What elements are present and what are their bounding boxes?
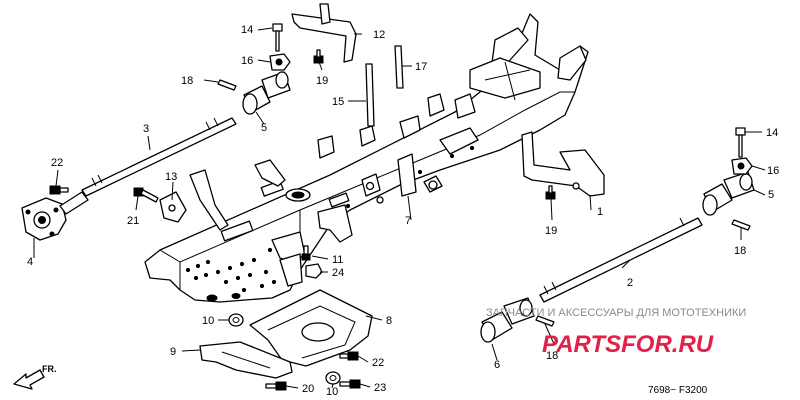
pin-18b bbox=[731, 219, 751, 231]
bolt-19a bbox=[313, 49, 324, 64]
callout-5b: 5 bbox=[768, 189, 774, 201]
nut-24 bbox=[305, 263, 323, 279]
bracket-9 bbox=[199, 341, 293, 379]
callout-1: 1 bbox=[597, 206, 603, 218]
universal-joint-6 bbox=[480, 297, 535, 343]
bracket-1 bbox=[521, 131, 605, 197]
callout-12: 12 bbox=[373, 29, 385, 41]
bolt-11 bbox=[301, 245, 311, 261]
washer-10a bbox=[228, 313, 244, 327]
watermark-tagline: ЗАПЧАСТИ И АКСЕССУАРЫ ДЛЯ МОТОТЕХНИКИ bbox=[486, 307, 746, 319]
drive-shaft-front bbox=[81, 117, 237, 197]
front-direction-marker: FR. bbox=[13, 364, 57, 390]
callout-22a: 22 bbox=[51, 157, 63, 169]
watermark: ЗАПЧАСТИ И АКСЕССУАРЫ ДЛЯ МОТОТЕХНИКИ PA… bbox=[486, 307, 746, 358]
watermark-brand: PARTSFOR.RU bbox=[542, 331, 714, 358]
callout-9: 9 bbox=[170, 346, 176, 358]
callout-19b: 19 bbox=[545, 225, 557, 237]
callout-11: 11 bbox=[332, 254, 343, 266]
callout-22b: 22 bbox=[372, 357, 384, 369]
front-marker-label: FR. bbox=[42, 364, 57, 374]
pin-18a bbox=[217, 79, 237, 91]
callout-6: 6 bbox=[494, 359, 500, 371]
callout-4: 4 bbox=[27, 256, 33, 268]
callout-15: 15 bbox=[332, 96, 344, 108]
callout-16b: 16 bbox=[767, 165, 779, 177]
bolt-22a bbox=[49, 185, 69, 195]
pin-18c bbox=[535, 315, 555, 327]
bolt-19b bbox=[545, 185, 556, 200]
bolt-21 bbox=[133, 187, 159, 203]
callout-23: 23 bbox=[374, 382, 386, 394]
bracket-12 bbox=[291, 3, 357, 63]
callout-21: 21 bbox=[127, 215, 139, 227]
frame-assembly bbox=[144, 13, 589, 303]
nut-16b bbox=[731, 157, 753, 175]
bolt-14a bbox=[272, 23, 283, 52]
rod-17 bbox=[394, 45, 404, 89]
universal-joint-5a bbox=[242, 71, 291, 115]
leader-lines bbox=[33, 27, 766, 389]
diagram-code: 7698~ F3200 bbox=[648, 385, 708, 396]
rod-15 bbox=[365, 63, 375, 127]
callout-7: 7 bbox=[405, 215, 411, 227]
callout-20: 20 bbox=[302, 383, 314, 395]
skid-plate-8 bbox=[249, 289, 373, 367]
washer-10b bbox=[325, 371, 341, 385]
callout-18a: 18 bbox=[181, 75, 193, 87]
callout-14b: 14 bbox=[766, 127, 778, 139]
callout-19a: 19 bbox=[316, 75, 328, 87]
drive-shaft-rear bbox=[539, 217, 703, 303]
universal-joint-5b bbox=[702, 171, 755, 216]
universal-joint-4 bbox=[21, 191, 89, 241]
callout-5a: 5 bbox=[261, 122, 267, 134]
callout-16a: 16 bbox=[241, 55, 253, 67]
callout-18b: 18 bbox=[734, 245, 746, 257]
callout-3: 3 bbox=[143, 123, 149, 135]
callout-14a: 14 bbox=[241, 24, 253, 36]
bolt-23 bbox=[339, 379, 361, 389]
nut-16a bbox=[269, 53, 291, 71]
callout-17: 17 bbox=[415, 61, 427, 73]
bracket-13 bbox=[159, 191, 187, 223]
callout-13: 13 bbox=[165, 171, 177, 183]
callout-2: 2 bbox=[627, 277, 633, 289]
callout-24: 24 bbox=[332, 267, 344, 279]
bolt-20 bbox=[265, 381, 287, 391]
callout-labels: 1 2 3 4 5 5 6 7 8 9 10 10 11 12 13 14 14… bbox=[27, 24, 779, 398]
callout-18c: 18 bbox=[546, 350, 558, 362]
callout-10a: 10 bbox=[202, 315, 214, 327]
callout-8: 8 bbox=[386, 315, 392, 327]
callout-10b: 10 bbox=[326, 386, 338, 398]
bolt-14b bbox=[735, 127, 746, 158]
